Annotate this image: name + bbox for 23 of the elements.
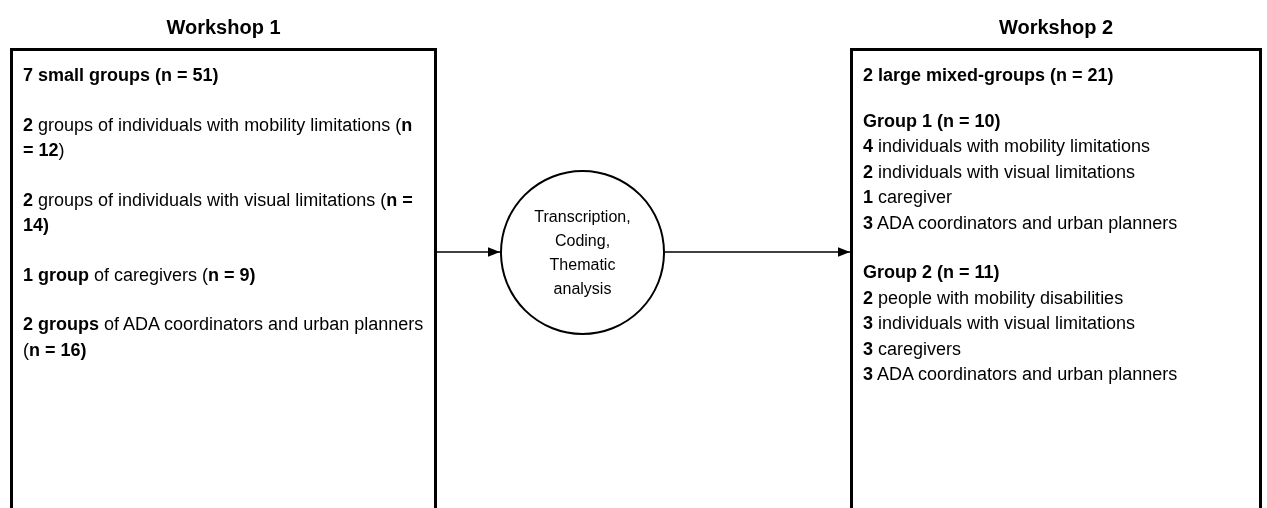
workshop-box bbox=[850, 48, 1262, 508]
group-text: 2 groups of individuals with mobility limitations (n = 12) bbox=[23, 113, 414, 162]
group-text: 3 individuals with visual limitations bbox=[863, 312, 1137, 335]
group-text: 2 large mixed-groups (n = 21) bbox=[863, 64, 1115, 87]
group-text: 2 groups of individuals with visual limitations (n = 14) bbox=[23, 188, 414, 237]
group-text: 3 ADA coordinators and urban planners bbox=[863, 363, 1179, 386]
arrow bbox=[664, 247, 851, 257]
workshop-heading: Workshop 1 bbox=[165, 15, 282, 40]
process-text: Transcription, Coding, Thematic analysis bbox=[533, 206, 632, 299]
group-text: 2 people with mobility disabilities bbox=[863, 286, 1125, 310]
group-text: 1 caregiver bbox=[863, 186, 954, 209]
group-text: 2 individuals with visual limitations bbox=[863, 160, 1137, 184]
group-text: 4 individuals with mobility limitations bbox=[863, 135, 1152, 158]
group-text: 3 caregivers bbox=[863, 337, 963, 361]
group-text: 3 ADA coordinators and urban planners bbox=[863, 211, 1179, 235]
group-text: Group 1 (n = 10) bbox=[863, 109, 1002, 133]
arrow bbox=[436, 247, 501, 257]
workshop-box bbox=[10, 48, 437, 508]
group-text: Group 2 (n = 11) bbox=[863, 261, 1001, 284]
group-text: 1 group of caregivers (n = 9) bbox=[23, 263, 257, 287]
group-text: 7 small groups (n = 51) bbox=[23, 64, 220, 87]
workshop-heading: Workshop 2 bbox=[997, 15, 1115, 40]
group-text: 2 groups of ADA coordinators and urban planners (n = 16) bbox=[23, 313, 425, 362]
